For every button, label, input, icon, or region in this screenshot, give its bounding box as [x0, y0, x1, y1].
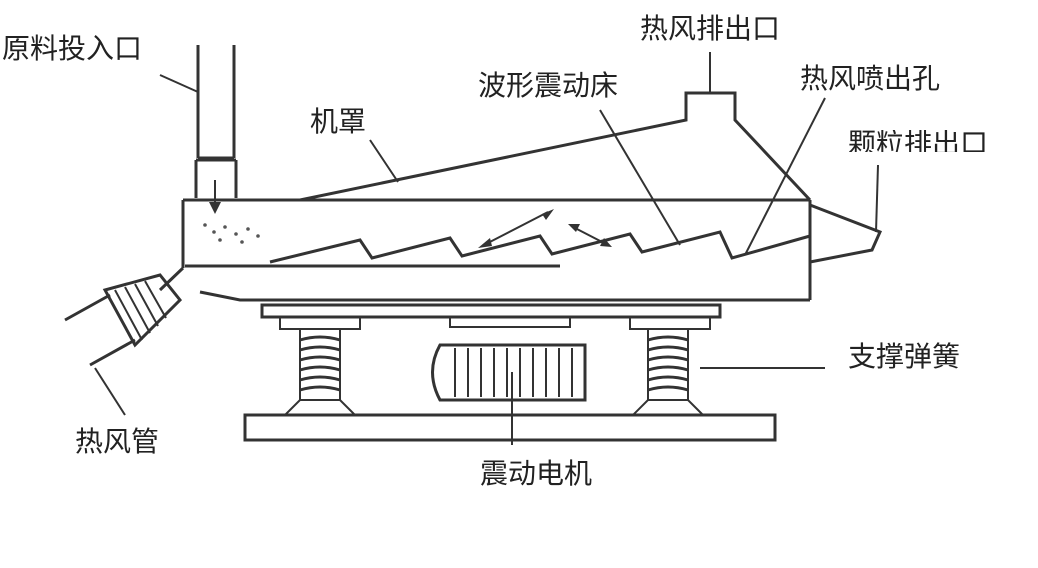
support-frame: [243, 303, 777, 442]
label-vibration-motor: 震动电机: [480, 457, 593, 490]
feed-chute: [194, 45, 238, 214]
label-hot-air-nozzle: 热风喷出孔: [800, 62, 941, 95]
spring-right: [632, 330, 704, 416]
dryer-body: [158, 198, 883, 302]
leader-lines: [94, 52, 879, 445]
hot-air-pipe-drawing: [64, 273, 183, 367]
label-hot-air-exhaust: 热风排出口: [640, 12, 781, 45]
hood: [299, 91, 812, 202]
label-particle-outlet: 颗粒排出口: [848, 130, 989, 152]
label-hot-air-pipe: 热风管: [75, 425, 160, 458]
vibration-motor-drawing: [431, 343, 587, 402]
label-feed-inlet: 原料投入口: [2, 32, 143, 65]
label-support-spring: 支撑弹簧: [848, 340, 961, 373]
label-wave-vibrating-bed: 波形震动床: [478, 69, 619, 102]
spring-left: [284, 330, 356, 416]
label-hood: 机罩: [310, 105, 367, 138]
